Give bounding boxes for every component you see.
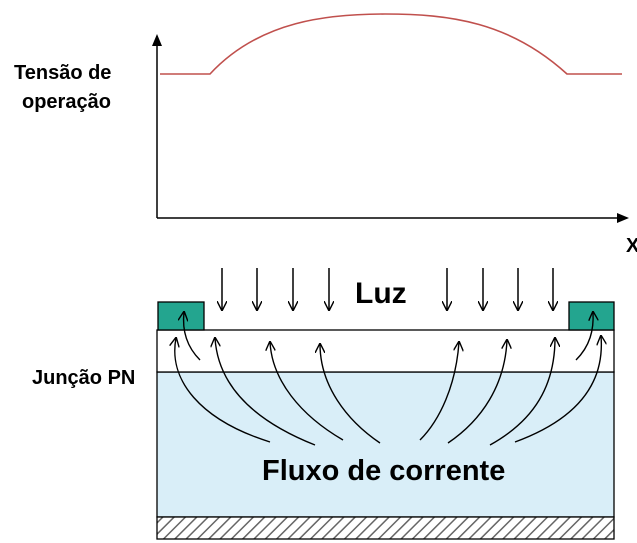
current-arrow (184, 312, 201, 361)
current-arrow (514, 336, 601, 443)
voltage-graph: Tensão de operação X (14, 13, 637, 257)
current-arrow (575, 312, 593, 361)
current-arrow (175, 338, 271, 443)
current-flow-arrows (175, 312, 602, 446)
y-axis-label-line1: Tensão de (14, 62, 111, 84)
top-layer (156, 329, 615, 373)
voltage-curve (160, 13, 622, 75)
substrate-layer (156, 371, 615, 518)
light-label: Luz (355, 277, 407, 310)
x-axis-label: X (626, 235, 637, 257)
device-cross-section: Luz Junção PN Fluxo de corrente (32, 268, 615, 540)
current-arrow (270, 342, 344, 441)
current-arrow (419, 342, 459, 441)
left-contact (157, 301, 205, 331)
base-contact-hatched (156, 516, 615, 540)
junction-label: Junção PN (32, 367, 135, 389)
right-contact (568, 301, 615, 331)
light-arrows (222, 268, 553, 310)
current-arrow (447, 340, 507, 444)
current-arrow (320, 344, 381, 444)
current-arrow (489, 338, 555, 446)
current-flow-label: Fluxo de corrente (262, 455, 505, 487)
current-arrow (215, 338, 316, 446)
y-axis-label-line2: operação (22, 91, 111, 113)
